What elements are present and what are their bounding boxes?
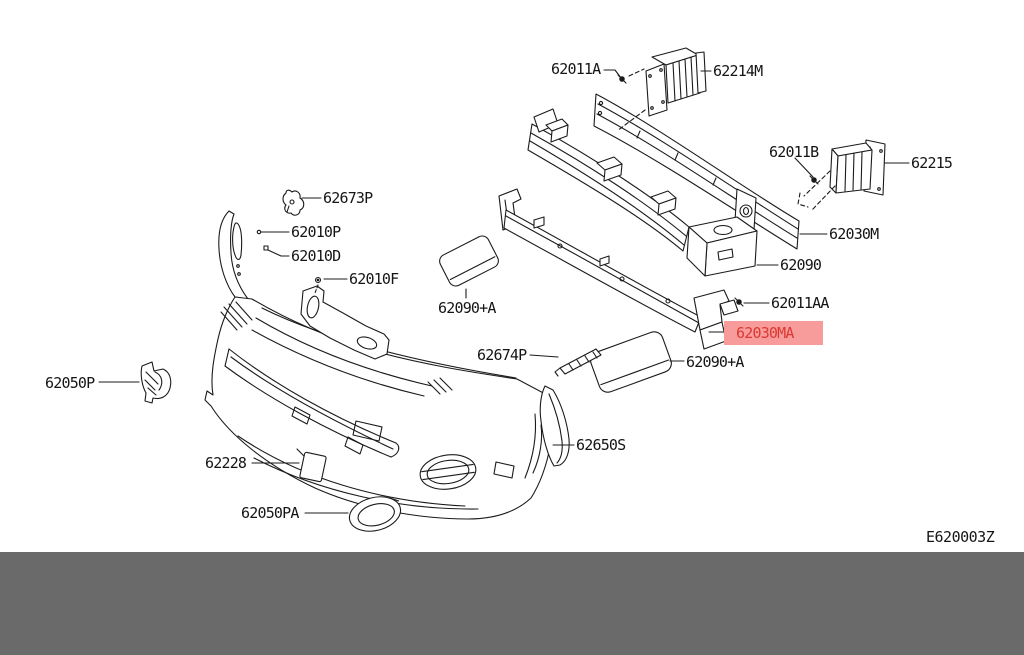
part-label-62214m[interactable]: 62214M <box>713 62 763 80</box>
part-label-62215[interactable]: 62215 <box>911 154 953 172</box>
part-label-62050pa[interactable]: 62050PA <box>241 504 299 522</box>
fascia-outline <box>204 210 552 520</box>
part-label-62010p[interactable]: 62010P <box>291 223 341 241</box>
part-label-62030ma-highlight[interactable]: 62030MA <box>724 321 823 345</box>
part-label-62011aa[interactable]: 62011AA <box>771 294 829 312</box>
bracket-62010f-target <box>300 284 390 360</box>
footer-banner: NISSAN INFINITI - 620304EA0D N - 62030MA <box>0 552 1024 655</box>
beam-62030ma <box>498 188 739 350</box>
part-label-62010d[interactable]: 62010D <box>291 247 341 265</box>
diagram-code: E620003Z <box>926 528 995 546</box>
bracket-62215 <box>797 139 886 212</box>
screw-62010f-icon <box>314 276 322 284</box>
bolt-62011aa-icon <box>734 297 744 307</box>
part-label-62090a-lower[interactable]: 62090+A <box>686 353 744 371</box>
clip-62673p <box>282 189 305 216</box>
bracket-62050p <box>140 361 172 404</box>
part-label-62050p[interactable]: 62050P <box>45 374 95 392</box>
part-label-62090a-upper[interactable]: 62090+A <box>438 299 496 317</box>
beam-62030m <box>593 93 800 250</box>
part-label-62090[interactable]: 62090 <box>780 256 822 274</box>
parts-diagram-art <box>98 47 910 532</box>
highlighted-part-number: 62030MA <box>736 324 794 342</box>
part-label-62228[interactable]: 62228 <box>205 454 247 472</box>
part-label-62650s[interactable]: 62650S <box>576 436 626 454</box>
part-label-62673p[interactable]: 62673P <box>323 189 373 207</box>
leader-lines <box>98 69 910 514</box>
pad-62090a-upper <box>439 235 499 287</box>
strip-62674p <box>554 348 602 377</box>
pad-62090a-lower <box>590 331 672 393</box>
ring-62050pa <box>348 496 402 532</box>
part-label-62011a[interactable]: 62011A <box>551 60 601 78</box>
finisher-62650s <box>539 385 570 467</box>
cover-62228 <box>296 448 327 483</box>
part-label-62030m[interactable]: 62030M <box>829 225 879 243</box>
bolt-62011b-icon <box>809 175 819 185</box>
part-label-62011b[interactable]: 62011B <box>769 143 819 161</box>
emblem-oval <box>419 454 477 490</box>
absorber-62090 <box>527 108 758 277</box>
part-label-62010f[interactable]: 62010F <box>349 270 399 288</box>
bracket-62214m <box>616 47 707 132</box>
part-label-62674p[interactable]: 62674P <box>477 346 527 364</box>
